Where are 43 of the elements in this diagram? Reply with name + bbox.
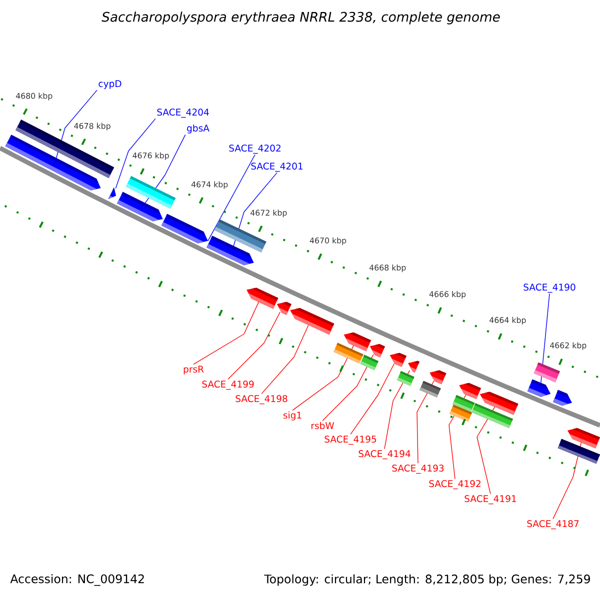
gene-block — [290, 308, 334, 335]
gene-label: SACE_4187 — [527, 520, 579, 530]
gene-label: prsR — [184, 366, 204, 374]
gene-block — [161, 214, 208, 244]
gene-block — [246, 288, 278, 309]
gene-label: gbsA — [187, 124, 210, 134]
footer-text: Topology: circular; Length: 8,212,805 bp; Genes: 7,259 — [264, 574, 590, 586]
gene-label: SACE_4192 — [429, 480, 480, 490]
leader-line — [416, 380, 434, 464]
leader-line — [322, 354, 374, 422]
gene-label: cypD — [98, 80, 122, 89]
leader-line — [350, 363, 395, 435]
leader-line — [540, 293, 550, 384]
gene-label: SACE_4190 — [524, 284, 576, 293]
leader-line — [228, 312, 280, 380]
gene-block — [459, 382, 481, 400]
leader-line — [115, 118, 156, 189]
leader-line — [261, 324, 309, 394]
gene-label: SACE_4198 — [236, 395, 288, 404]
leader-line — [193, 302, 259, 365]
gene-label: SACE_4201 — [251, 162, 303, 172]
gene-label: rsbW — [312, 422, 334, 430]
gene-block — [370, 344, 385, 358]
gene-block — [408, 360, 420, 373]
leader-line — [552, 442, 582, 520]
gene-block — [430, 370, 446, 384]
gene-label: SACE_4202 — [229, 144, 280, 154]
title: Saccharopolyspora erythraea NRRL 2338, complete genome — [102, 12, 500, 24]
gene-block — [527, 379, 551, 397]
gene-block — [108, 187, 116, 200]
gene-label: SACE_4199 — [202, 380, 254, 390]
gene-label: SACE_4193 — [392, 464, 444, 474]
leader-line — [384, 370, 410, 450]
gene-label: SACE_4191 — [464, 495, 516, 504]
footer-text: Accession: NC_009142 — [10, 574, 144, 586]
gene-label: sig1 — [283, 411, 302, 420]
gene-label: SACE_4204 — [157, 108, 209, 118]
gene-label: SACE_4194 — [358, 450, 410, 460]
leader-line — [448, 394, 466, 480]
gene-label: SACE_4195 — [324, 436, 376, 445]
gene-block — [390, 352, 406, 367]
leader-line — [208, 154, 256, 242]
gene-block — [276, 302, 292, 315]
